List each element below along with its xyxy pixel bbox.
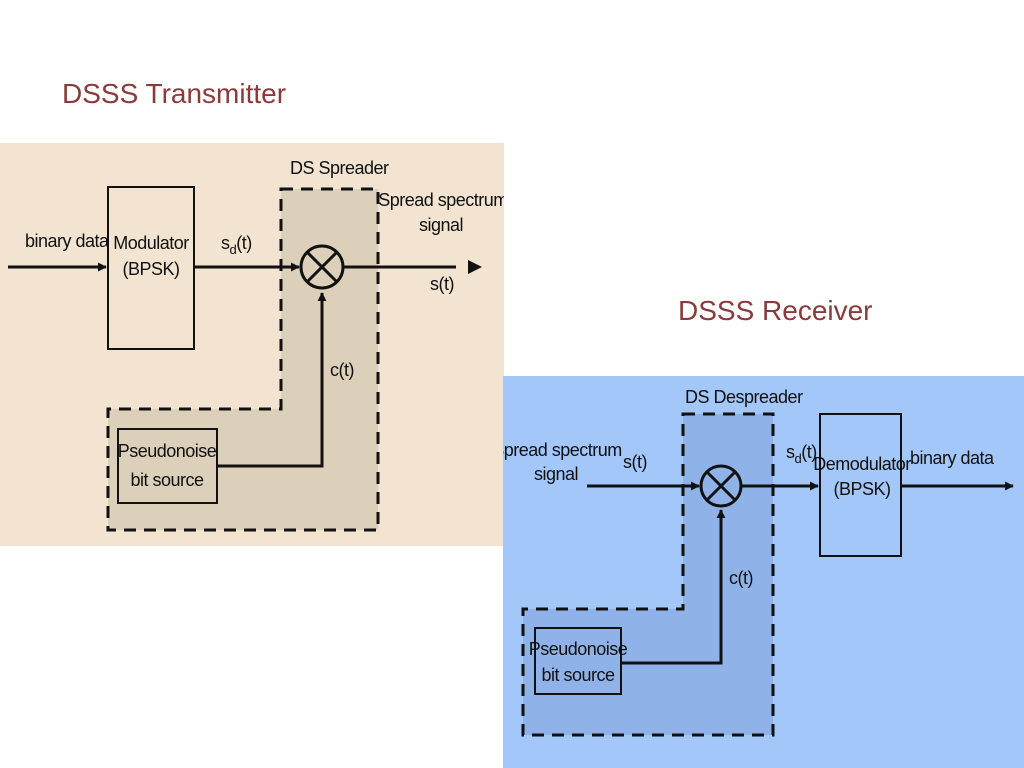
rx-pn-label-line1: Pseudonoise — [529, 639, 628, 659]
rx-pn-label-line2: bit source — [541, 665, 615, 685]
transmitter-title: DSSS Transmitter — [62, 78, 287, 109]
ds-despreader-region — [521, 412, 775, 737]
tx-ct-label: c(t) — [330, 360, 354, 380]
rx-pn-to-multiplier-line — [621, 509, 726, 665]
tx-pn-label-line2: bit source — [130, 470, 204, 490]
rx-st-label: s(t) — [623, 452, 647, 472]
tx-output-arrowhead — [468, 260, 482, 274]
tx-pn-to-multiplier-line — [217, 292, 327, 468]
tx-output-label-line2: signal — [419, 215, 463, 235]
tx-pn-label-line1: Pseudonoise — [118, 441, 217, 461]
demodulator-label-line2: (BPSK) — [833, 479, 890, 499]
tx-st-label: s(t) — [430, 274, 454, 294]
ds-spreader-region — [106, 187, 380, 532]
tx-sd-label: sd(t) — [221, 233, 252, 257]
rx-ct-label: c(t) — [729, 568, 753, 588]
receiver-title: DSSS Receiver — [678, 295, 873, 326]
rx-input-label-line1: Spread spectrum — [503, 440, 622, 460]
modulator-label-line1: Modulator — [113, 233, 189, 253]
transmitter-diagram: DS Spreader binary data Modulator (BPSK)… — [0, 143, 504, 546]
ds-despreader-label: DS Despreader — [685, 387, 803, 407]
rx-pn-source-block — [534, 627, 622, 695]
tx-output-label-line1: Spread spectrum — [378, 190, 504, 210]
ds-spreader-label: DS Spreader — [290, 158, 389, 178]
modulator-label-line2: (BPSK) — [122, 259, 179, 279]
rx-sd-label: sd(t) — [786, 442, 817, 466]
rx-output-label: binary data — [910, 448, 995, 468]
demodulator-label-line1: Demodulator — [813, 454, 911, 474]
rx-input-label-line2: signal — [534, 464, 578, 484]
tx-input-label: binary data — [25, 231, 110, 251]
receiver-diagram: DS Despreader Spread spectrum signal s(t… — [503, 376, 1024, 768]
